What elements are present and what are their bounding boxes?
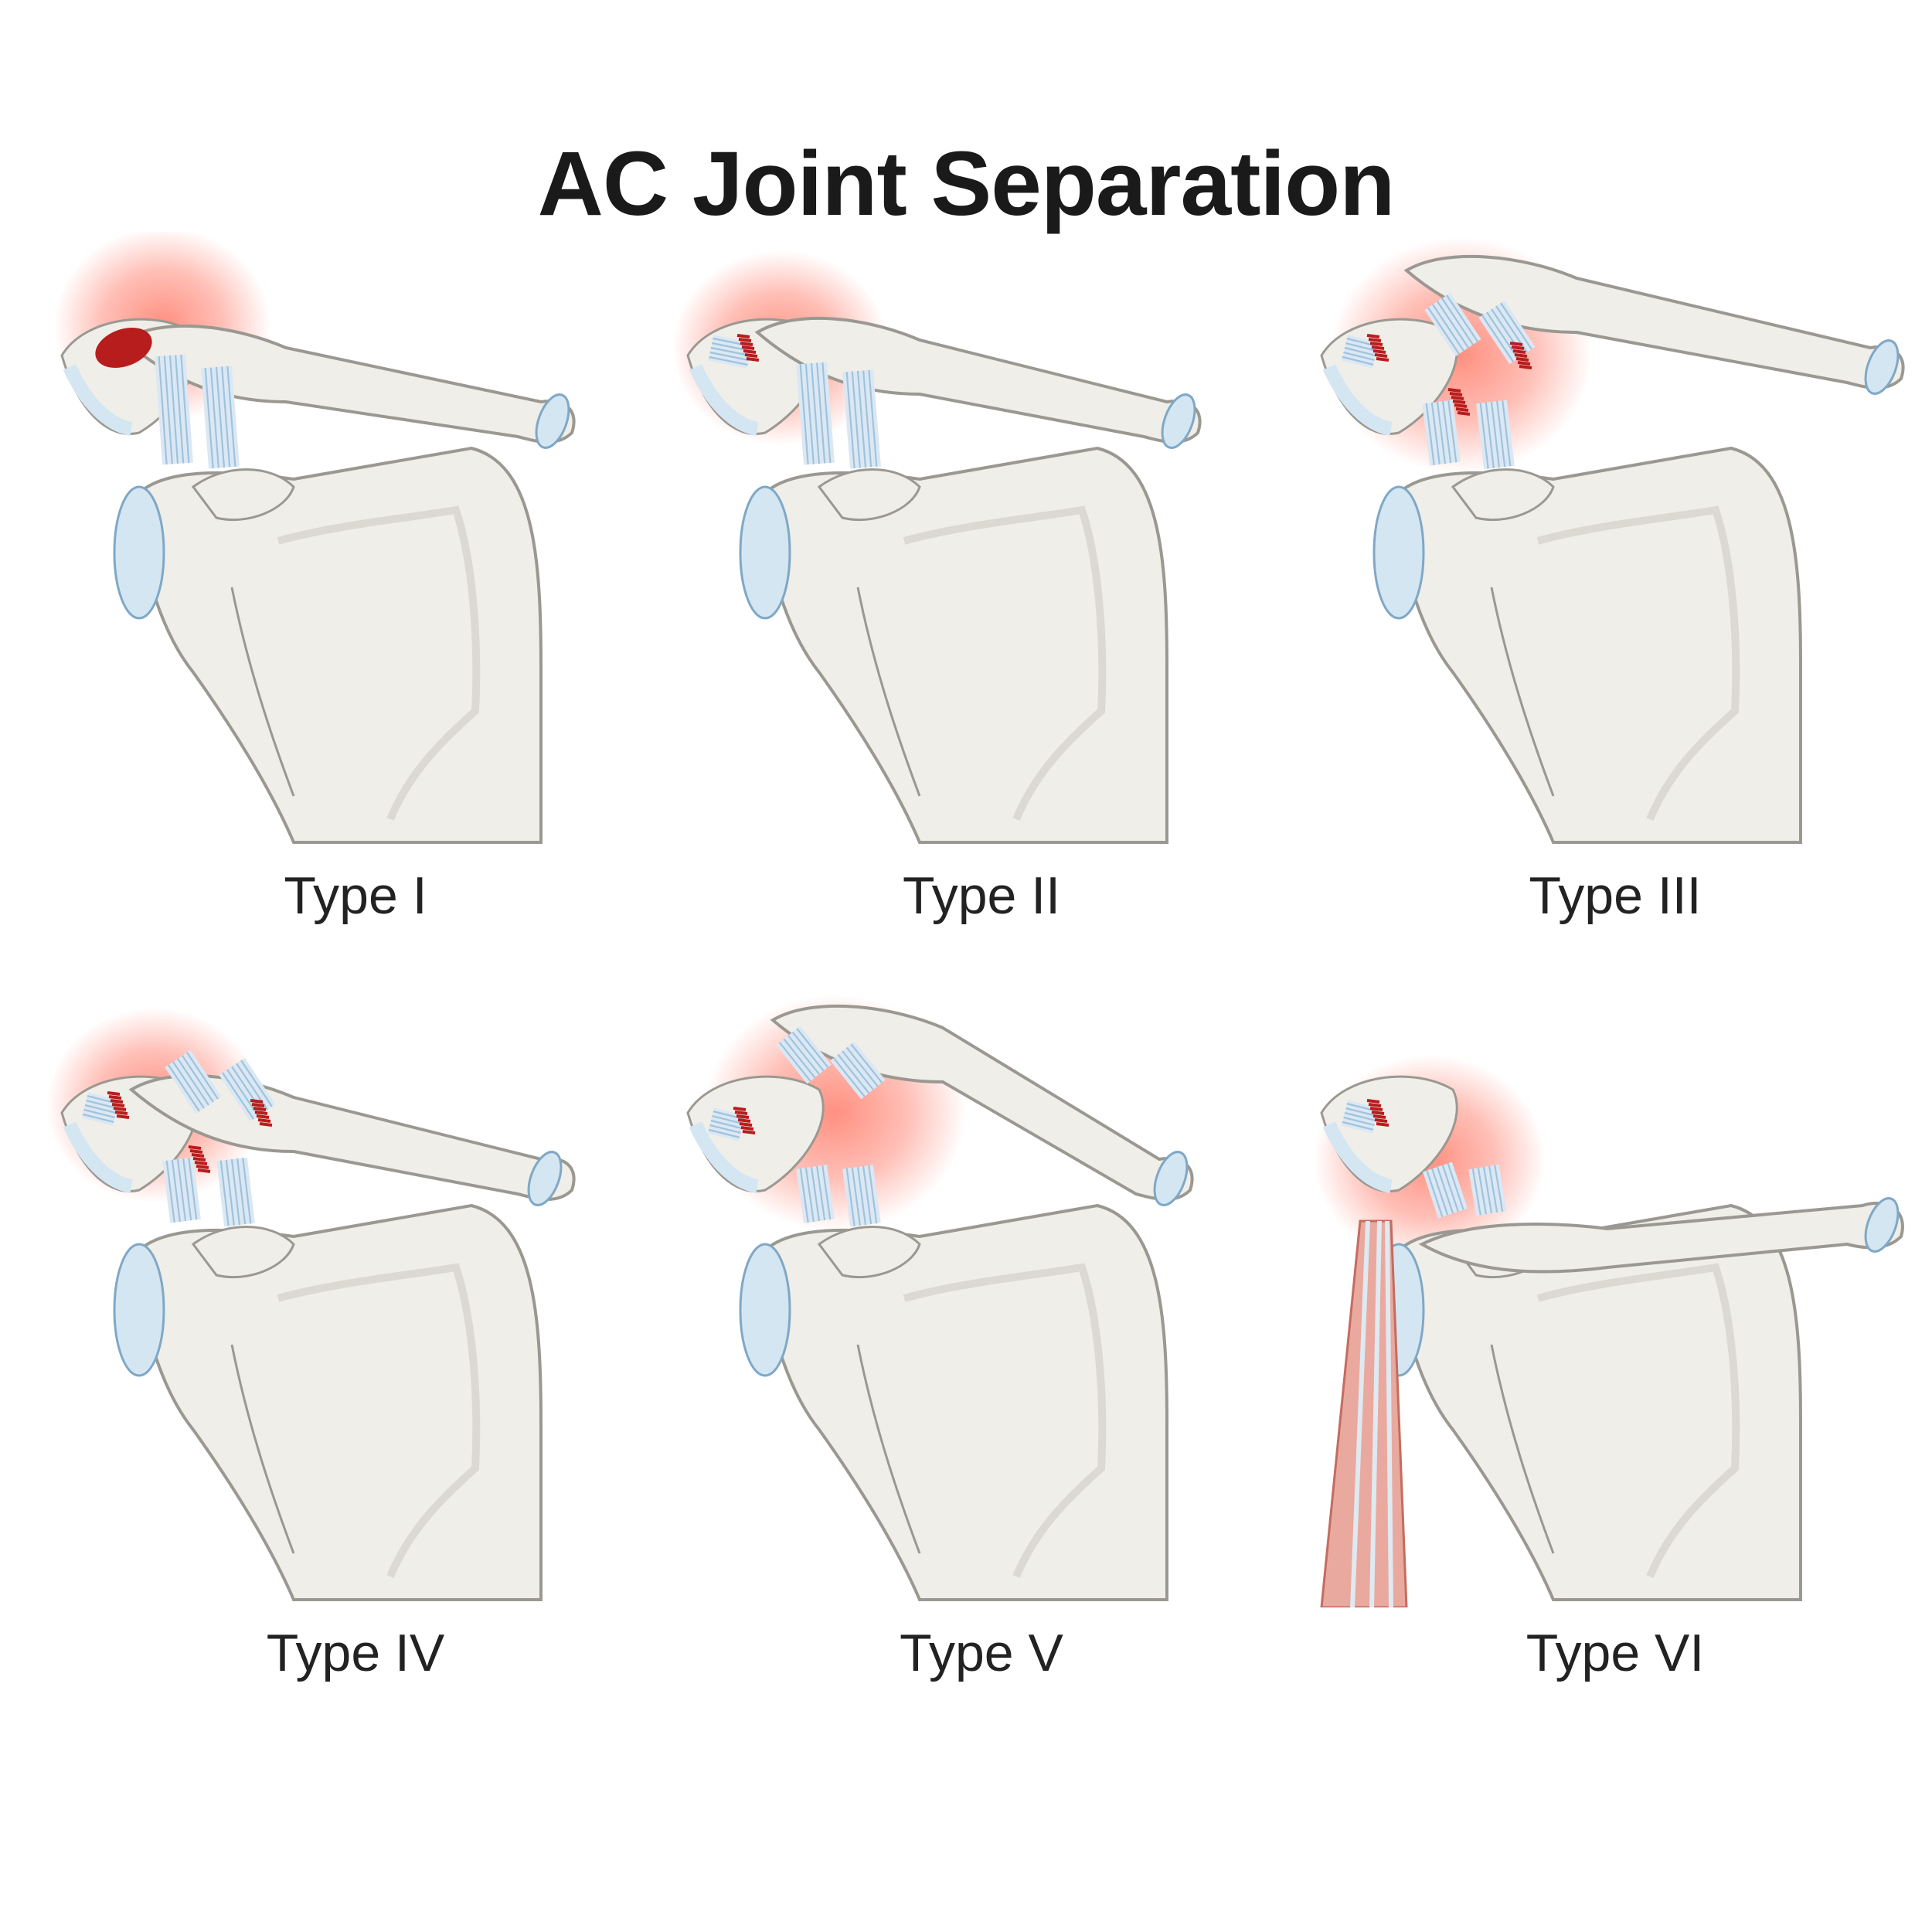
scapular-spine-edge bbox=[230, 1344, 295, 1554]
conoid-ligament bbox=[842, 369, 881, 469]
acromion-cartilage bbox=[1322, 1121, 1393, 1193]
panel-type-1: Type I bbox=[39, 232, 672, 927]
coracoid-process bbox=[817, 468, 921, 522]
acromion-cartilage bbox=[689, 364, 759, 436]
ligaments bbox=[1341, 292, 1536, 470]
panel-label: Type VI bbox=[1526, 1624, 1705, 1682]
scapular-spine-edge bbox=[856, 587, 921, 797]
panel-type-4: Type IV bbox=[39, 989, 672, 1685]
clavicle-end-cartilage bbox=[1161, 393, 1196, 449]
acromion-cartilage bbox=[1322, 364, 1393, 436]
ac-ligament-torn bbox=[81, 1092, 120, 1126]
ligaments bbox=[708, 334, 881, 469]
panel-type-6: Type VI bbox=[1298, 989, 1932, 1685]
shoulder-illustration bbox=[686, 995, 1194, 1601]
shoulder-illustration bbox=[54, 232, 576, 844]
glenoid-cartilage bbox=[739, 1243, 791, 1377]
conoid-ligament bbox=[1468, 1164, 1507, 1216]
scapula-shading bbox=[903, 505, 1107, 821]
clavicle-end-cartilage bbox=[527, 1151, 563, 1206]
glenoid-cartilage bbox=[1372, 485, 1425, 620]
trapezoid-lower-torn bbox=[796, 1165, 835, 1223]
acromion-cartilage bbox=[689, 1121, 759, 1193]
torn-conoid-end bbox=[250, 1099, 273, 1127]
coracoid-process bbox=[191, 468, 295, 522]
acromion-cartilage bbox=[63, 364, 133, 436]
ac-ligament-torn bbox=[707, 1107, 746, 1141]
glenoid-cartilage bbox=[739, 485, 791, 620]
ac-ligament-torn bbox=[1341, 335, 1379, 369]
scapula-shading bbox=[1536, 1263, 1740, 1578]
panel-label: Type II bbox=[902, 866, 1061, 925]
glenoid-cartilage bbox=[113, 485, 165, 620]
glenoid-cartilage bbox=[113, 1243, 165, 1377]
scapular-spine-edge bbox=[1490, 1344, 1555, 1554]
acromion-cartilage bbox=[63, 1121, 133, 1193]
shoulder-illustration bbox=[1314, 1055, 1904, 1607]
torn-ac-end bbox=[733, 1107, 756, 1134]
panel-label: Type V bbox=[900, 1624, 1063, 1682]
shoulder-illustration bbox=[1320, 237, 1905, 844]
torn-ac-end bbox=[1366, 1099, 1389, 1127]
torn-trapezoid-end bbox=[188, 1145, 211, 1173]
coracoid-process bbox=[817, 1226, 921, 1279]
trapezoid-ligament bbox=[155, 354, 193, 465]
clavicle-end-cartilage bbox=[1864, 339, 1900, 395]
panel-type-2: Type II bbox=[665, 232, 1298, 927]
ac-ligament-torn bbox=[1341, 1100, 1379, 1134]
clavicle-end-cartilage bbox=[1864, 1197, 1900, 1253]
trapezoid-upper-torn bbox=[1424, 292, 1481, 357]
trapezoid-upper-torn bbox=[776, 1026, 832, 1084]
clavicle-end-cartilage bbox=[535, 393, 570, 449]
torn-ac-end bbox=[1366, 334, 1389, 362]
panel-type-5: Type V bbox=[665, 989, 1298, 1685]
scapula-shading bbox=[277, 1263, 481, 1578]
shoulder-illustration bbox=[46, 1008, 576, 1601]
conoid-lower-torn bbox=[216, 1157, 255, 1227]
conjoined-tendon-muscle bbox=[1320, 1219, 1408, 1607]
tendon-fibers bbox=[1350, 1220, 1393, 1607]
torn-trapezoid-end bbox=[1447, 388, 1471, 416]
scapular-spine-edge bbox=[230, 587, 295, 797]
scapular-spine-edge bbox=[856, 1344, 921, 1554]
conoid-lower-torn bbox=[1476, 400, 1515, 470]
shoulder-illustration bbox=[672, 250, 1202, 844]
trapezoid-ligament bbox=[1423, 1162, 1468, 1219]
ligaments bbox=[81, 1049, 276, 1227]
clavicle bbox=[1418, 1201, 1904, 1274]
page-title: AC Joint Separation bbox=[537, 133, 1396, 235]
clavicle bbox=[121, 324, 576, 444]
trapezoid-lower-torn bbox=[1422, 400, 1461, 466]
scapular-spine-edge bbox=[1490, 587, 1555, 797]
trapezoid-lower-torn bbox=[162, 1157, 201, 1223]
panel-label: Type III bbox=[1529, 866, 1702, 925]
torn-ac-end bbox=[107, 1091, 130, 1119]
trapezoid-upper-torn bbox=[165, 1049, 222, 1114]
panel-type-3: Type III bbox=[1298, 232, 1932, 927]
ligaments bbox=[707, 1026, 886, 1227]
coracoid-process bbox=[1451, 468, 1555, 522]
conoid-ligament bbox=[201, 366, 240, 469]
ligaments bbox=[95, 327, 240, 469]
coracoid-process bbox=[191, 1226, 295, 1279]
trapezoid-ligament bbox=[796, 362, 835, 465]
conoid-upper-torn bbox=[830, 1041, 886, 1100]
torn-ac-end bbox=[736, 334, 760, 362]
scapula-shading bbox=[903, 1263, 1107, 1578]
panel-label: Type IV bbox=[266, 1624, 445, 1682]
scapula-shading bbox=[1536, 505, 1740, 821]
clavicle-end-cartilage bbox=[1153, 1151, 1189, 1206]
conoid-lower-torn bbox=[842, 1165, 881, 1227]
sprained-ac-ligament bbox=[95, 327, 152, 369]
ligaments bbox=[1341, 1099, 1507, 1219]
panel-label: Type I bbox=[284, 866, 427, 925]
scapula-shading bbox=[277, 505, 481, 821]
torn-conoid-end bbox=[1509, 342, 1532, 369]
